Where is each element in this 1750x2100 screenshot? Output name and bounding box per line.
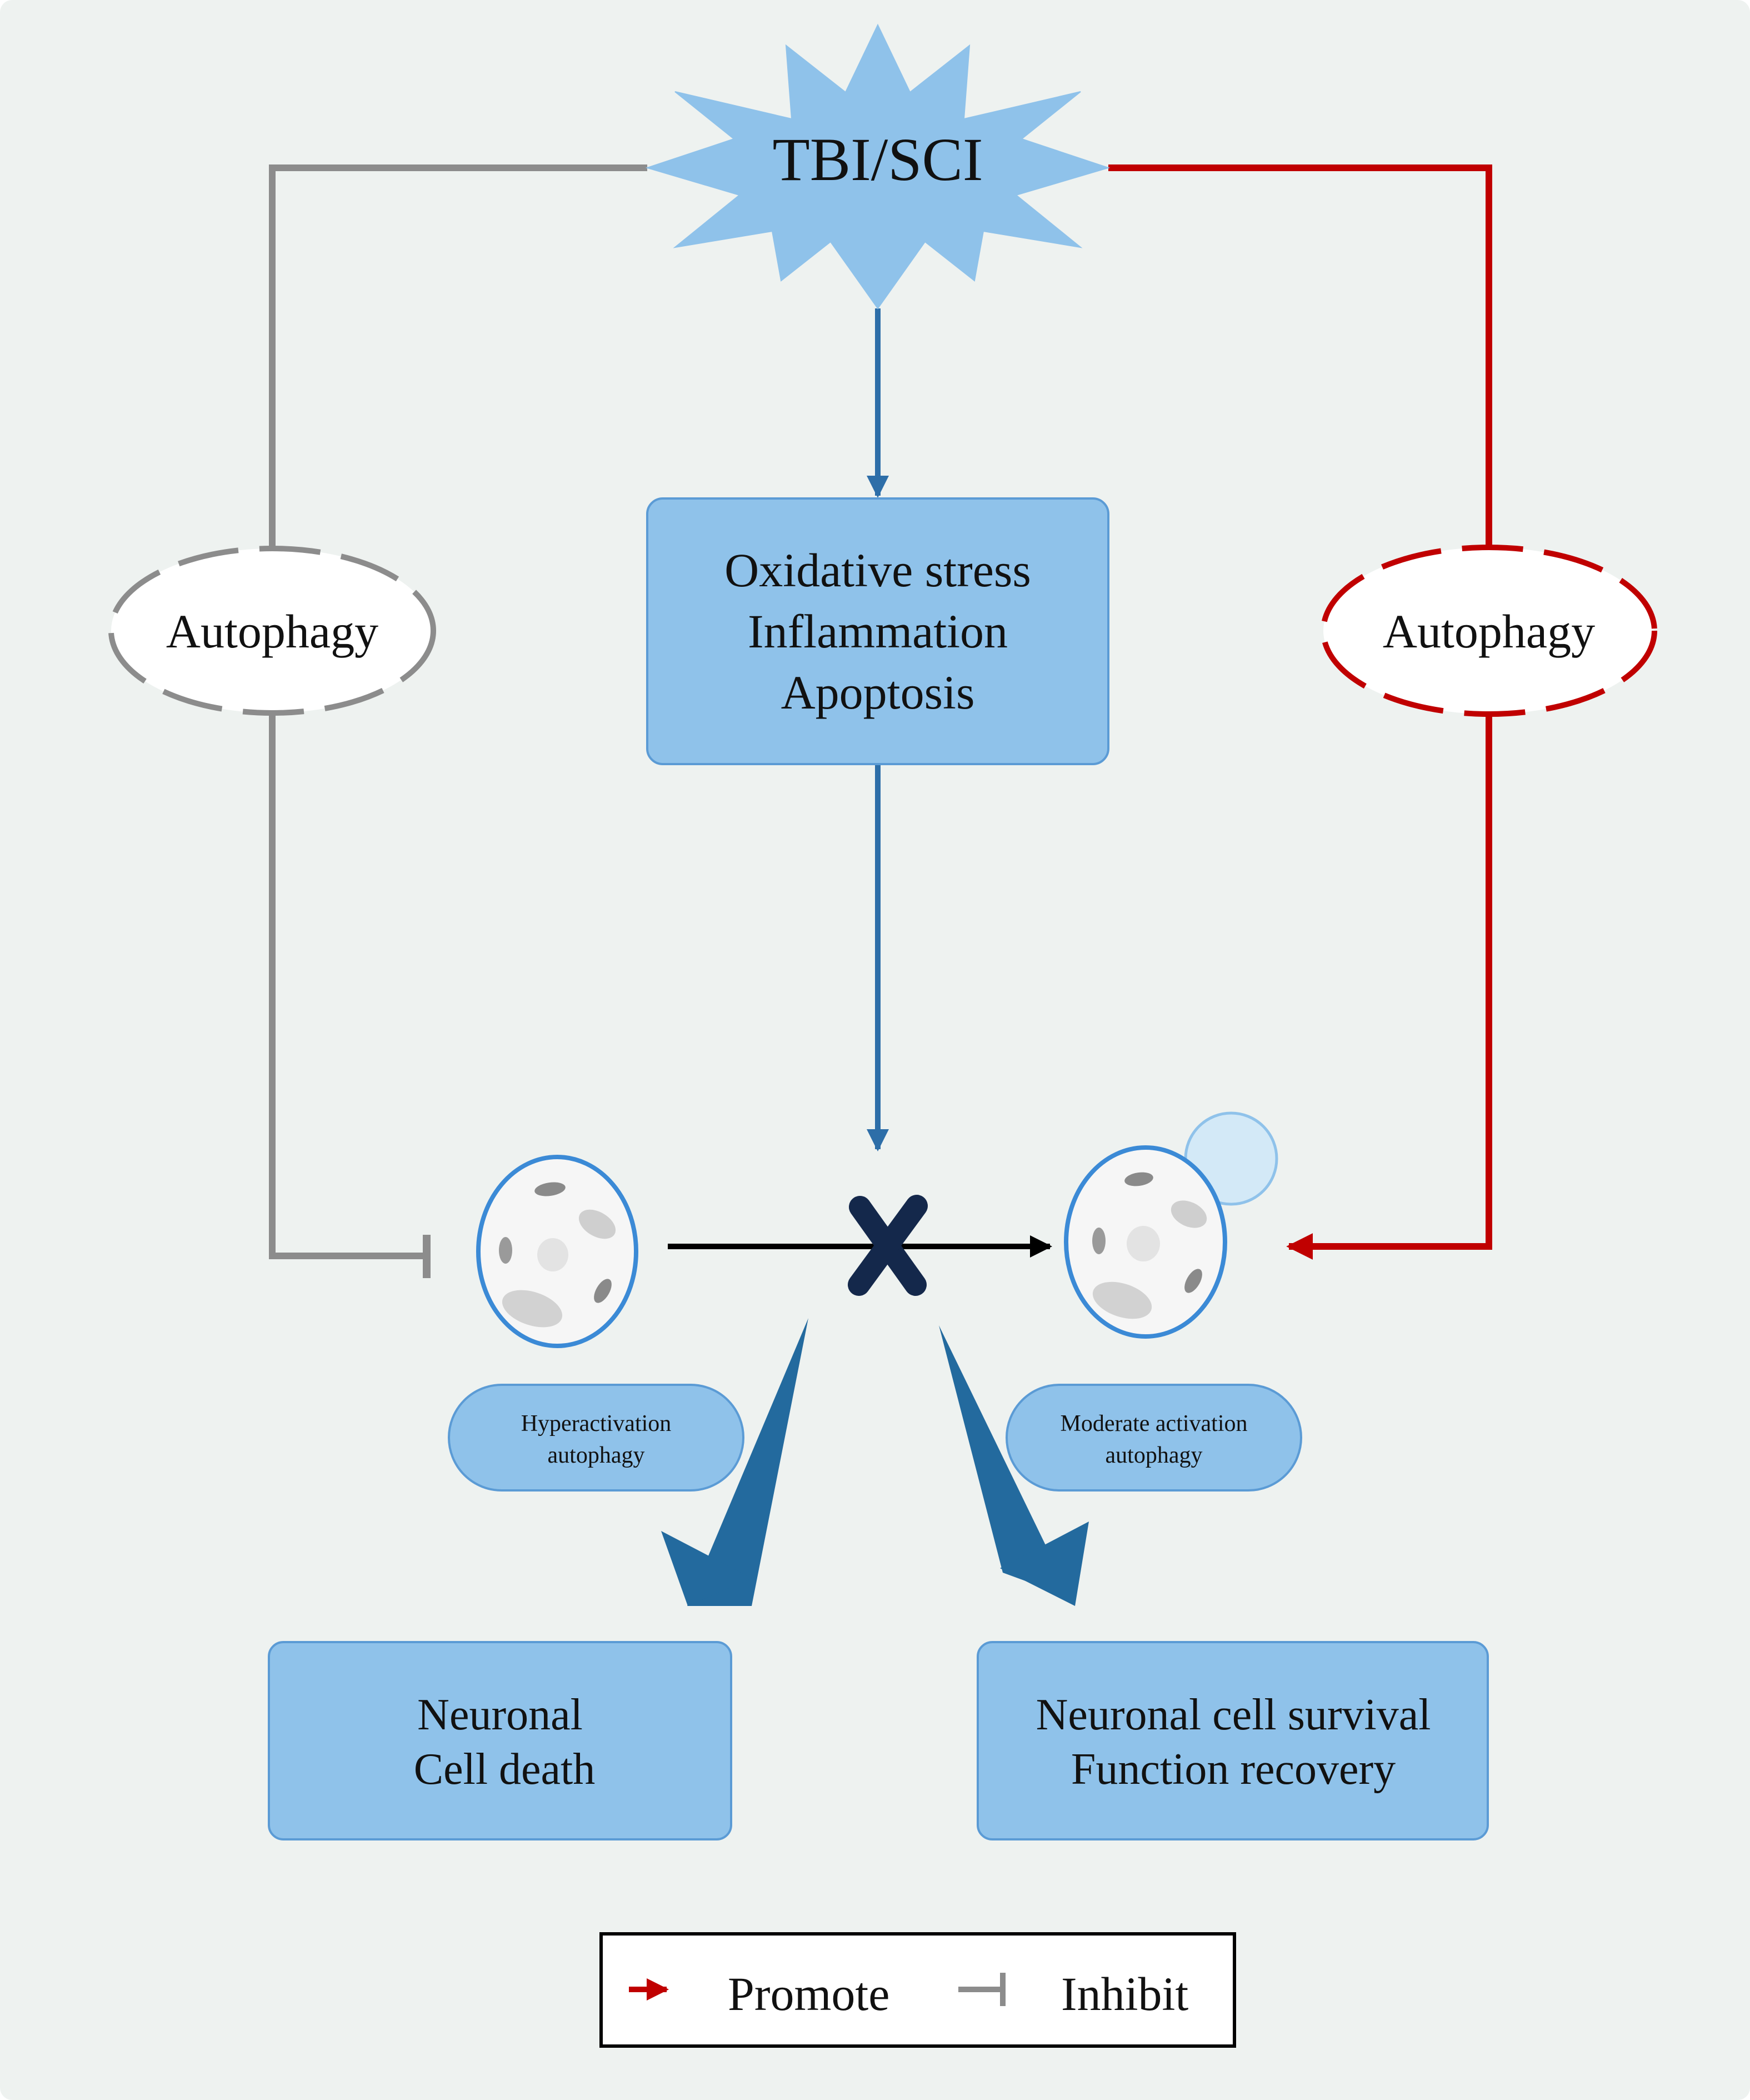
blocked-cross-icon bbox=[848, 1195, 928, 1296]
big-arrowhead-to-survival bbox=[1000, 1522, 1089, 1606]
hyperactivation-pill bbox=[448, 1384, 744, 1492]
mechanism-line-1: Oxidative stress bbox=[724, 543, 1031, 597]
autophagy-ellipse-left bbox=[108, 546, 436, 716]
cell-death-line-1: Neuronal bbox=[417, 1690, 583, 1739]
cell-death-box bbox=[268, 1641, 732, 1840]
inhibit-path-upper bbox=[269, 164, 647, 547]
survival-line-1: Neuronal cell survival bbox=[1036, 1690, 1431, 1739]
moderate-activation-cell-icon bbox=[1064, 1111, 1278, 1339]
hyperactivated-cell-icon bbox=[476, 1155, 638, 1348]
moderate-activation-pill bbox=[1006, 1384, 1302, 1492]
promote-path-lower bbox=[1286, 714, 1492, 1260]
big-arrowhead-to-cell-death bbox=[661, 1531, 752, 1606]
survival-line-2: Function recovery bbox=[1071, 1745, 1396, 1794]
autophagy-ellipse-right bbox=[1321, 545, 1657, 717]
promote-path-upper bbox=[1108, 164, 1492, 547]
autophagy-label-left: Autophagy bbox=[166, 605, 378, 658]
mechanism-box bbox=[646, 497, 1109, 765]
inhibit-path-lower bbox=[269, 714, 427, 1259]
moderate-activation-line-2: autophagy bbox=[1106, 1443, 1203, 1468]
moderate-activation-line-1: Moderate activation bbox=[1060, 1411, 1247, 1436]
legend: Promote Inhibit bbox=[599, 1932, 1236, 2048]
legend-promote-label: Promote bbox=[728, 1967, 889, 2021]
cell-death-line-2: Cell death bbox=[414, 1745, 596, 1794]
injury-starburst bbox=[645, 23, 1111, 310]
mechanism-line-2: Inflammation bbox=[748, 605, 1008, 658]
legend-box bbox=[599, 1932, 1236, 2048]
hyperactivation-line-1: Hyperactivation bbox=[521, 1411, 672, 1436]
autophagy-label-right: Autophagy bbox=[1383, 605, 1595, 658]
hyperactivation-line-2: autophagy bbox=[548, 1443, 645, 1468]
injury-label: TBI/SCI bbox=[773, 126, 983, 193]
survival-box bbox=[977, 1641, 1489, 1840]
big-arrow-to-cell-death bbox=[687, 1318, 808, 1606]
mechanism-line-3: Apoptosis bbox=[781, 666, 975, 719]
big-arrow-to-survival bbox=[939, 1325, 1071, 1598]
legend-inhibit-label: Inhibit bbox=[1061, 1967, 1188, 2021]
